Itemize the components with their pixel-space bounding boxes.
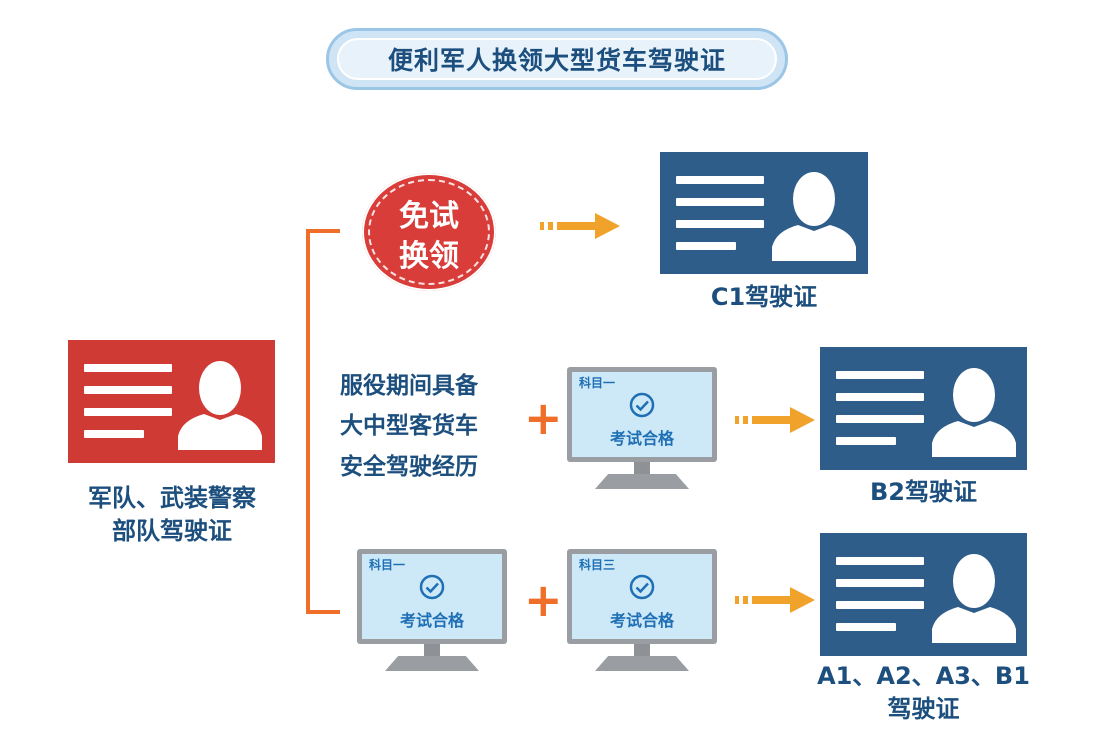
person-icon xyxy=(772,172,856,261)
exam-status: 考试合格 xyxy=(399,611,464,630)
card-line xyxy=(84,364,172,372)
requirement-line-3: 安全驾驶经历 xyxy=(340,454,478,480)
c1-license-label: C1驾驶证 xyxy=(710,283,818,311)
requirement-line-1: 服役期间具备 xyxy=(340,373,478,399)
card-line xyxy=(836,393,924,401)
military-license-label: 军队、武装警察 部队驾驶证 xyxy=(60,482,284,548)
exam-monitor: 科目一 考试合格 xyxy=(567,367,717,491)
badge-line2: 换领 xyxy=(399,239,459,274)
arrow-icon xyxy=(735,587,815,613)
exam-status: 考试合格 xyxy=(609,429,674,448)
a-license-label-line2: 驾驶证 xyxy=(887,695,960,723)
exam-monitor: 科目一 考试合格 xyxy=(357,549,507,673)
b2-license-card xyxy=(820,347,1027,470)
card-line xyxy=(836,437,896,445)
exam-monitor: 科目三 考试合格 xyxy=(567,549,717,673)
exam-subject: 科目三 xyxy=(579,558,616,572)
a1-a2-a3-b1-license-label: A1、A2、A3、B1 驾驶证 xyxy=(800,660,1047,726)
check-circle-icon xyxy=(419,574,445,600)
a-license-label-line1: A1、A2、A3、B1 xyxy=(817,662,1030,690)
monitor-screen: 科目一 考试合格 xyxy=(567,367,717,462)
b2-license-label: B2驾驶证 xyxy=(870,478,977,506)
badge-ring xyxy=(368,179,490,285)
title-pill: 便利军人换领大型货车驾驶证 xyxy=(326,28,788,90)
monitor-base xyxy=(595,656,689,671)
arrow-icon xyxy=(540,213,620,239)
card-line xyxy=(836,415,924,423)
monitor-neck xyxy=(634,462,650,474)
plus-icon: + xyxy=(524,573,563,627)
page-title: 便利军人换领大型货车驾驶证 xyxy=(337,38,777,80)
check-circle-icon xyxy=(629,574,655,600)
card-line xyxy=(84,386,172,394)
military-license-card xyxy=(68,340,275,463)
exam-subject: 科目一 xyxy=(369,558,406,572)
person-icon xyxy=(178,361,262,450)
exempt-badge: 免试 换领 xyxy=(362,173,496,291)
exam-status: 考试合格 xyxy=(609,611,674,630)
military-license-label-line1: 军队、武装警察 xyxy=(88,484,256,512)
monitor-neck xyxy=(634,644,650,656)
badge-line1: 免试 xyxy=(399,199,459,234)
branch-bracket xyxy=(306,229,310,614)
branch-connector-top xyxy=(306,229,340,233)
a1-a2-a3-b1-license-card xyxy=(820,533,1027,656)
person-icon xyxy=(932,368,1016,457)
plus-icon: + xyxy=(524,391,563,445)
card-line xyxy=(84,408,172,416)
c1-license-card xyxy=(660,152,868,274)
monitor-base xyxy=(385,656,479,671)
card-line xyxy=(676,176,764,184)
exam-subject: 科目一 xyxy=(579,376,616,390)
monitor-neck xyxy=(424,644,440,656)
monitor-screen: 科目三 考试合格 xyxy=(567,549,717,644)
requirement-line-2: 大中型客货车 xyxy=(340,413,478,439)
person-icon xyxy=(932,554,1016,643)
card-line xyxy=(836,371,924,379)
screen-content: 科目三 考试合格 xyxy=(572,554,712,639)
card-line xyxy=(836,557,924,565)
monitor-screen: 科目一 考试合格 xyxy=(357,549,507,644)
card-line xyxy=(676,198,764,206)
monitor-base xyxy=(595,474,689,489)
card-line xyxy=(836,601,924,609)
card-line xyxy=(836,623,896,631)
arrow-icon xyxy=(735,407,815,433)
military-license-label-line2: 部队驾驶证 xyxy=(112,517,232,545)
card-line xyxy=(84,430,144,438)
card-line xyxy=(676,220,764,228)
check-circle-icon xyxy=(629,392,655,418)
screen-content: 科目一 考试合格 xyxy=(362,554,502,639)
card-line xyxy=(676,242,736,250)
card-line xyxy=(836,579,924,587)
screen-content: 科目一 考试合格 xyxy=(572,372,712,457)
branch-connector-bottom xyxy=(306,610,340,614)
